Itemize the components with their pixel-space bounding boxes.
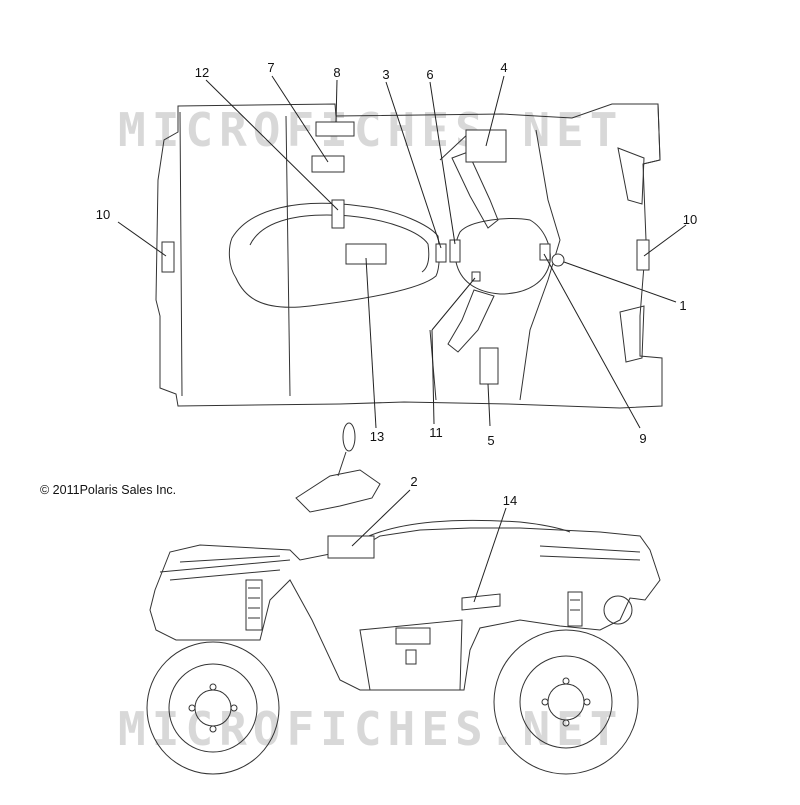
rear-lug — [209, 683, 217, 691]
front-lug — [583, 698, 591, 706]
leader-9 — [543, 253, 641, 429]
front-left-vent — [619, 305, 645, 363]
rear-tire — [146, 641, 280, 775]
callout-1: 1 — [679, 298, 686, 313]
callout-2: 2 — [410, 474, 417, 489]
rear-shock — [245, 579, 263, 631]
rear-lug — [188, 704, 196, 712]
leader-14 — [473, 507, 507, 603]
leader-10-front — [643, 224, 687, 257]
mirror-stem — [337, 451, 347, 477]
leader-11b — [431, 277, 476, 331]
leader-3 — [385, 81, 442, 249]
leader-11 — [431, 329, 435, 425]
leader-13 — [365, 257, 377, 429]
rear-rack — [179, 111, 291, 397]
rear-fender-vents — [179, 555, 281, 563]
leader-12 — [205, 79, 339, 211]
decal-3 — [435, 243, 447, 263]
decal-1 — [551, 253, 565, 267]
callout-12: 12 — [195, 65, 209, 80]
callout-10-rear: 10 — [96, 207, 110, 222]
decal-7 — [311, 155, 345, 173]
callout-8: 8 — [333, 65, 340, 80]
front-rim — [519, 655, 613, 749]
top-view — [155, 103, 663, 409]
watermark-top: MICROFICHES.NET — [118, 103, 623, 157]
callout-7: 7 — [267, 60, 274, 75]
decal-9 — [539, 243, 551, 261]
decal-engine — [395, 627, 431, 645]
callouts: 12 7 8 3 6 4 10 10 1 9 13 11 5 2 14 — [96, 60, 697, 508]
console-outline — [454, 218, 551, 295]
callout-5: 5 — [487, 433, 494, 448]
callout-10-front: 10 — [683, 212, 697, 227]
leader-1 — [563, 261, 677, 303]
rear-lug — [230, 704, 238, 712]
copyright-text: © 2011Polaris Sales Inc. — [40, 483, 176, 497]
handlebar-upper — [451, 151, 499, 229]
front-fender-vents — [539, 545, 641, 561]
leader-8 — [335, 79, 338, 123]
front-shock — [567, 591, 583, 627]
seat-inner — [249, 214, 430, 273]
decal-10-front — [636, 239, 650, 271]
callout-3: 3 — [382, 67, 389, 82]
front-bumper — [612, 103, 661, 165]
leader-5 — [487, 383, 491, 427]
decal-8 — [315, 121, 355, 137]
decal-11 — [471, 271, 481, 282]
decal-10-rear — [161, 241, 175, 273]
front-tire — [493, 629, 639, 775]
leader-6 — [429, 81, 456, 245]
side-view — [146, 422, 661, 775]
top-view-body-outline — [155, 103, 663, 409]
body-panel-line-2 — [429, 131, 471, 401]
side-panel-14 — [461, 593, 501, 611]
front-right-vent — [617, 147, 645, 205]
leader-10-rear — [117, 221, 167, 257]
callout-11: 11 — [429, 425, 443, 440]
leader-7 — [271, 75, 329, 163]
front-lug — [541, 698, 549, 706]
callout-6: 6 — [426, 67, 433, 82]
watermark-bottom: MICROFICHES.NET — [118, 702, 623, 756]
decal-2 — [327, 535, 375, 559]
leader-4 — [485, 75, 505, 147]
decal-12 — [331, 199, 345, 229]
side-handlebar — [295, 469, 381, 513]
mirror — [342, 422, 356, 452]
rear-lug — [209, 725, 217, 733]
leader-lines — [117, 75, 687, 603]
footwell — [359, 619, 463, 691]
headlight — [603, 595, 633, 625]
leader-2 — [351, 489, 411, 547]
handlebar-lower — [447, 289, 495, 353]
side-seat — [359, 519, 571, 541]
side-rear-rack — [159, 559, 291, 581]
callout-14: 14 — [503, 493, 517, 508]
front-lug — [562, 719, 570, 727]
front-lug — [562, 677, 570, 685]
fuel-cap — [405, 649, 417, 665]
callout-9: 9 — [639, 431, 646, 446]
rear-rim — [168, 663, 258, 753]
callout-13: 13 — [370, 429, 384, 444]
callout-4: 4 — [500, 60, 507, 75]
decal-5 — [479, 347, 499, 385]
decal-6 — [449, 239, 461, 263]
